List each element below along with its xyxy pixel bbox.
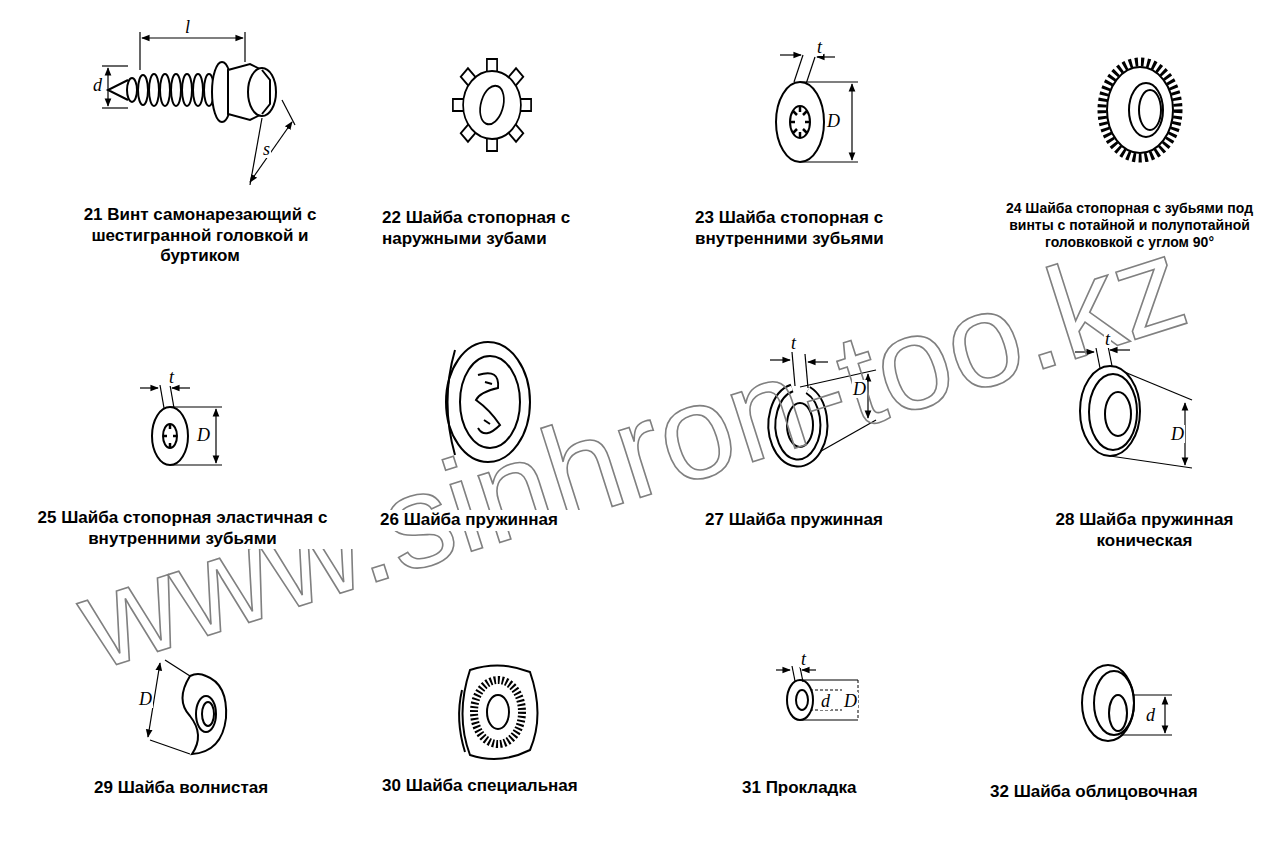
dimension-letter: t [168, 368, 175, 386]
dimension-letter: l [184, 18, 191, 36]
internal-tooth-washer [776, 55, 858, 162]
dimension-letter: D [138, 690, 153, 708]
part-caption: 26 Шайба пружинная [378, 510, 622, 531]
part-caption: 23 Шайба стопорная с внутренними зубьями [693, 208, 937, 249]
dimension-letter: d [820, 692, 831, 710]
part-caption: 21 Винт самонарезающий с шестигранной го… [48, 205, 352, 267]
countersunk-tooth-washer [1102, 62, 1178, 158]
dimension-letter: D [1170, 425, 1185, 443]
dimension-letter: t [800, 650, 807, 668]
wavy-washer [148, 660, 226, 754]
special-washer [459, 665, 537, 759]
watermark: www.sinhron-too.kz [64, 214, 1199, 690]
spacer-tube [776, 666, 858, 720]
dimension-letter: d [1145, 706, 1156, 724]
part-caption: 31 Прокладка [740, 778, 904, 799]
screw-drawing [102, 32, 295, 185]
part-caption: 32 Шайба облицовочная [988, 782, 1262, 803]
part-caption: 24 Шайба стопорная с зубьями под винты с… [990, 200, 1269, 251]
dimension-letter: t [790, 334, 797, 352]
dimension-letter: t [1104, 330, 1111, 348]
part-caption: 29 Шайба волнистая [92, 778, 296, 799]
dimension-letter: D [852, 380, 867, 398]
part-caption: 25 Шайба стопорная эластичная с внутренн… [8, 508, 357, 549]
external-tooth-washer [453, 59, 531, 151]
facing-washer [1082, 665, 1172, 741]
part-caption: 22 Шайба стопорная с наружными зубами [380, 208, 614, 249]
part-caption: 28 Шайба пружинная коническая [1010, 510, 1275, 551]
part-caption: 27 Шайба пружинная [703, 510, 947, 531]
dimension-letter: d [92, 76, 103, 94]
dimension-letter: D [843, 692, 858, 710]
dimension-letter: t [816, 38, 823, 56]
elastic-tooth-washer [140, 385, 222, 465]
part-caption: 30 Шайба специальная [380, 776, 634, 797]
dimension-letter: D [196, 426, 211, 444]
dimension-letter: s [262, 140, 271, 158]
dimension-letter: D [826, 112, 841, 130]
